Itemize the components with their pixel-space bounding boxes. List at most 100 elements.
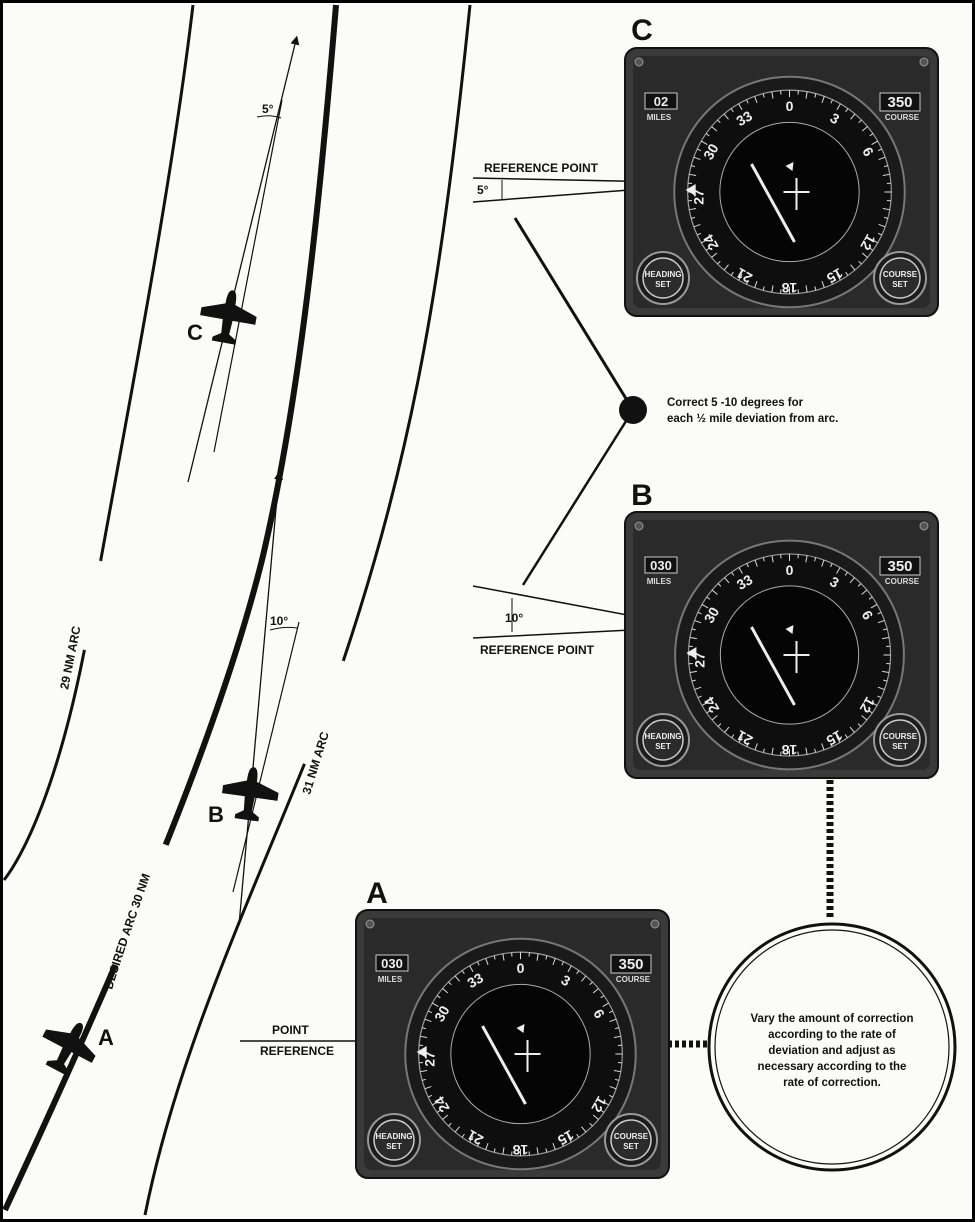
course-window — [879, 556, 921, 576]
note-correction-line1: Correct 5 -10 degrees for — [667, 397, 804, 409]
tangent-line-c — [213, 99, 283, 453]
miles-window — [644, 556, 678, 574]
vary-line-1: Vary the amount of correction — [751, 1013, 914, 1025]
connector-c — [513, 217, 635, 411]
course-set-label-2: SET — [892, 280, 908, 289]
course-set-label: COURSE — [883, 270, 918, 279]
miles-readout: 030 — [381, 956, 403, 971]
arc-29nm-label: 29 NM ARC — [57, 624, 83, 690]
angle-c-label: 5° — [262, 102, 274, 116]
heading-line-c — [187, 35, 300, 483]
heading-set-label: HEADING — [645, 732, 682, 741]
deviation-bar — [750, 163, 796, 243]
reference-pointer — [685, 184, 696, 196]
instrument-a: A0361215182124273033030MILES350COURSEHEA… — [355, 877, 670, 1179]
reference-a-line2: REFERENCE — [260, 1044, 334, 1058]
compass-number-24: 24 — [431, 1093, 453, 1115]
heading-set-label: HEADING — [645, 270, 682, 279]
angle-b-label: 10° — [270, 614, 288, 628]
miles-readout: 02 — [654, 94, 668, 109]
compass-number-21: 21 — [734, 727, 756, 749]
to-from-indicator — [785, 625, 794, 634]
course-set-label: COURSE — [883, 732, 918, 741]
reference-c-angle: 5° — [477, 183, 489, 197]
connector-b — [521, 409, 635, 586]
reference-pointer — [686, 647, 697, 659]
heading-set-label: HEADING — [376, 1132, 413, 1141]
aircraft-a-group: A — [42, 1022, 114, 1076]
compass-number-24: 24 — [700, 231, 722, 253]
note-correction-line2: each ½ mile deviation from arc. — [667, 413, 838, 425]
course-readout: 350 — [887, 558, 912, 575]
compass-number-30: 30 — [700, 141, 722, 163]
aircraft-a-label: A — [98, 1025, 114, 1050]
compass-number-18: 18 — [782, 280, 798, 296]
course-window — [610, 954, 652, 974]
course-readout: 350 — [887, 94, 912, 111]
compass-number-0: 0 — [786, 562, 794, 578]
tangent-line-b — [232, 621, 300, 893]
aircraft-b-group: 10° B — [208, 470, 300, 926]
miles-label: MILES — [647, 113, 672, 122]
heading-set-label-2: SET — [386, 1142, 402, 1151]
vary-line-4: necessary according to the — [758, 1061, 907, 1073]
miles-window — [375, 954, 409, 972]
miles-label: MILES — [378, 975, 403, 984]
aircraft-c-icon — [200, 290, 257, 345]
compass-number-33: 33 — [734, 571, 756, 593]
miles-label: MILES — [647, 577, 672, 586]
heading-line-b — [238, 470, 284, 926]
course-label: COURSE — [885, 577, 920, 586]
reference-b-label: REFERENCE POINT — [480, 643, 595, 657]
compass-number-24: 24 — [701, 694, 723, 716]
vary-note-circle: Vary the amount of correction according … — [707, 922, 957, 1172]
aircraft-c-label: C — [187, 320, 203, 345]
compass-number-0: 0 — [786, 98, 794, 114]
instrument-c-title: C — [631, 14, 653, 47]
compass-number-15: 15 — [824, 265, 846, 287]
course-set-label: COURSE — [614, 1132, 649, 1141]
arc-29nm — [3, 3, 195, 882]
aircraft-b-icon — [221, 767, 279, 822]
instrument-c: C036121518212427303302MILES350COURSEHEAD… — [624, 14, 939, 317]
compass-number-30: 30 — [701, 604, 723, 626]
deviation-bar — [481, 1025, 527, 1105]
reference-c-label: REFERENCE POINT — [484, 161, 599, 175]
course-set-label-2: SET — [892, 742, 908, 751]
vary-line-2: according to the rate of — [768, 1029, 896, 1041]
heading-set-label-2: SET — [655, 280, 671, 289]
correction-note-group: Correct 5 -10 degrees for each ½ mile de… — [513, 217, 838, 586]
compass-number-21: 21 — [733, 265, 755, 287]
deviation-bar — [750, 626, 796, 706]
compass-number-12: 12 — [857, 694, 879, 716]
aircraft-c-group: 5° C — [187, 35, 300, 483]
compass-number-15: 15 — [824, 727, 846, 749]
compass-number-30: 30 — [431, 1003, 453, 1025]
compass-number-12: 12 — [588, 1094, 610, 1116]
course-set-label-2: SET — [623, 1142, 639, 1151]
to-from-indicator — [785, 162, 794, 171]
to-from-indicator — [516, 1024, 525, 1033]
vary-line-3: deviation and adjust as — [768, 1045, 895, 1057]
miles-window — [644, 92, 678, 110]
instrument-a-title: A — [366, 877, 388, 910]
reference-pointer — [416, 1046, 427, 1058]
compass-number-18: 18 — [513, 1142, 529, 1158]
compass-number-15: 15 — [555, 1127, 577, 1149]
reference-a-line1: POINT — [272, 1023, 309, 1037]
instrument-b: B0361215182124273033030MILES350COURSEHEA… — [624, 479, 939, 779]
instrument-b-title: B — [631, 479, 653, 512]
reference-b-angle: 10° — [505, 611, 523, 625]
course-label: COURSE — [885, 113, 920, 122]
compass-number-12: 12 — [857, 232, 879, 254]
arc-desired-label: DESIRED ARC 30 NM — [101, 872, 153, 991]
vary-line-5: rate of correction. — [783, 1077, 881, 1089]
course-label: COURSE — [616, 975, 651, 984]
aircraft-b-label: B — [208, 802, 224, 827]
compass-number-0: 0 — [517, 960, 525, 976]
aircraft-a-icon — [42, 1022, 96, 1076]
course-readout: 350 — [618, 956, 643, 973]
course-window — [879, 92, 921, 112]
compass-number-33: 33 — [733, 107, 755, 129]
